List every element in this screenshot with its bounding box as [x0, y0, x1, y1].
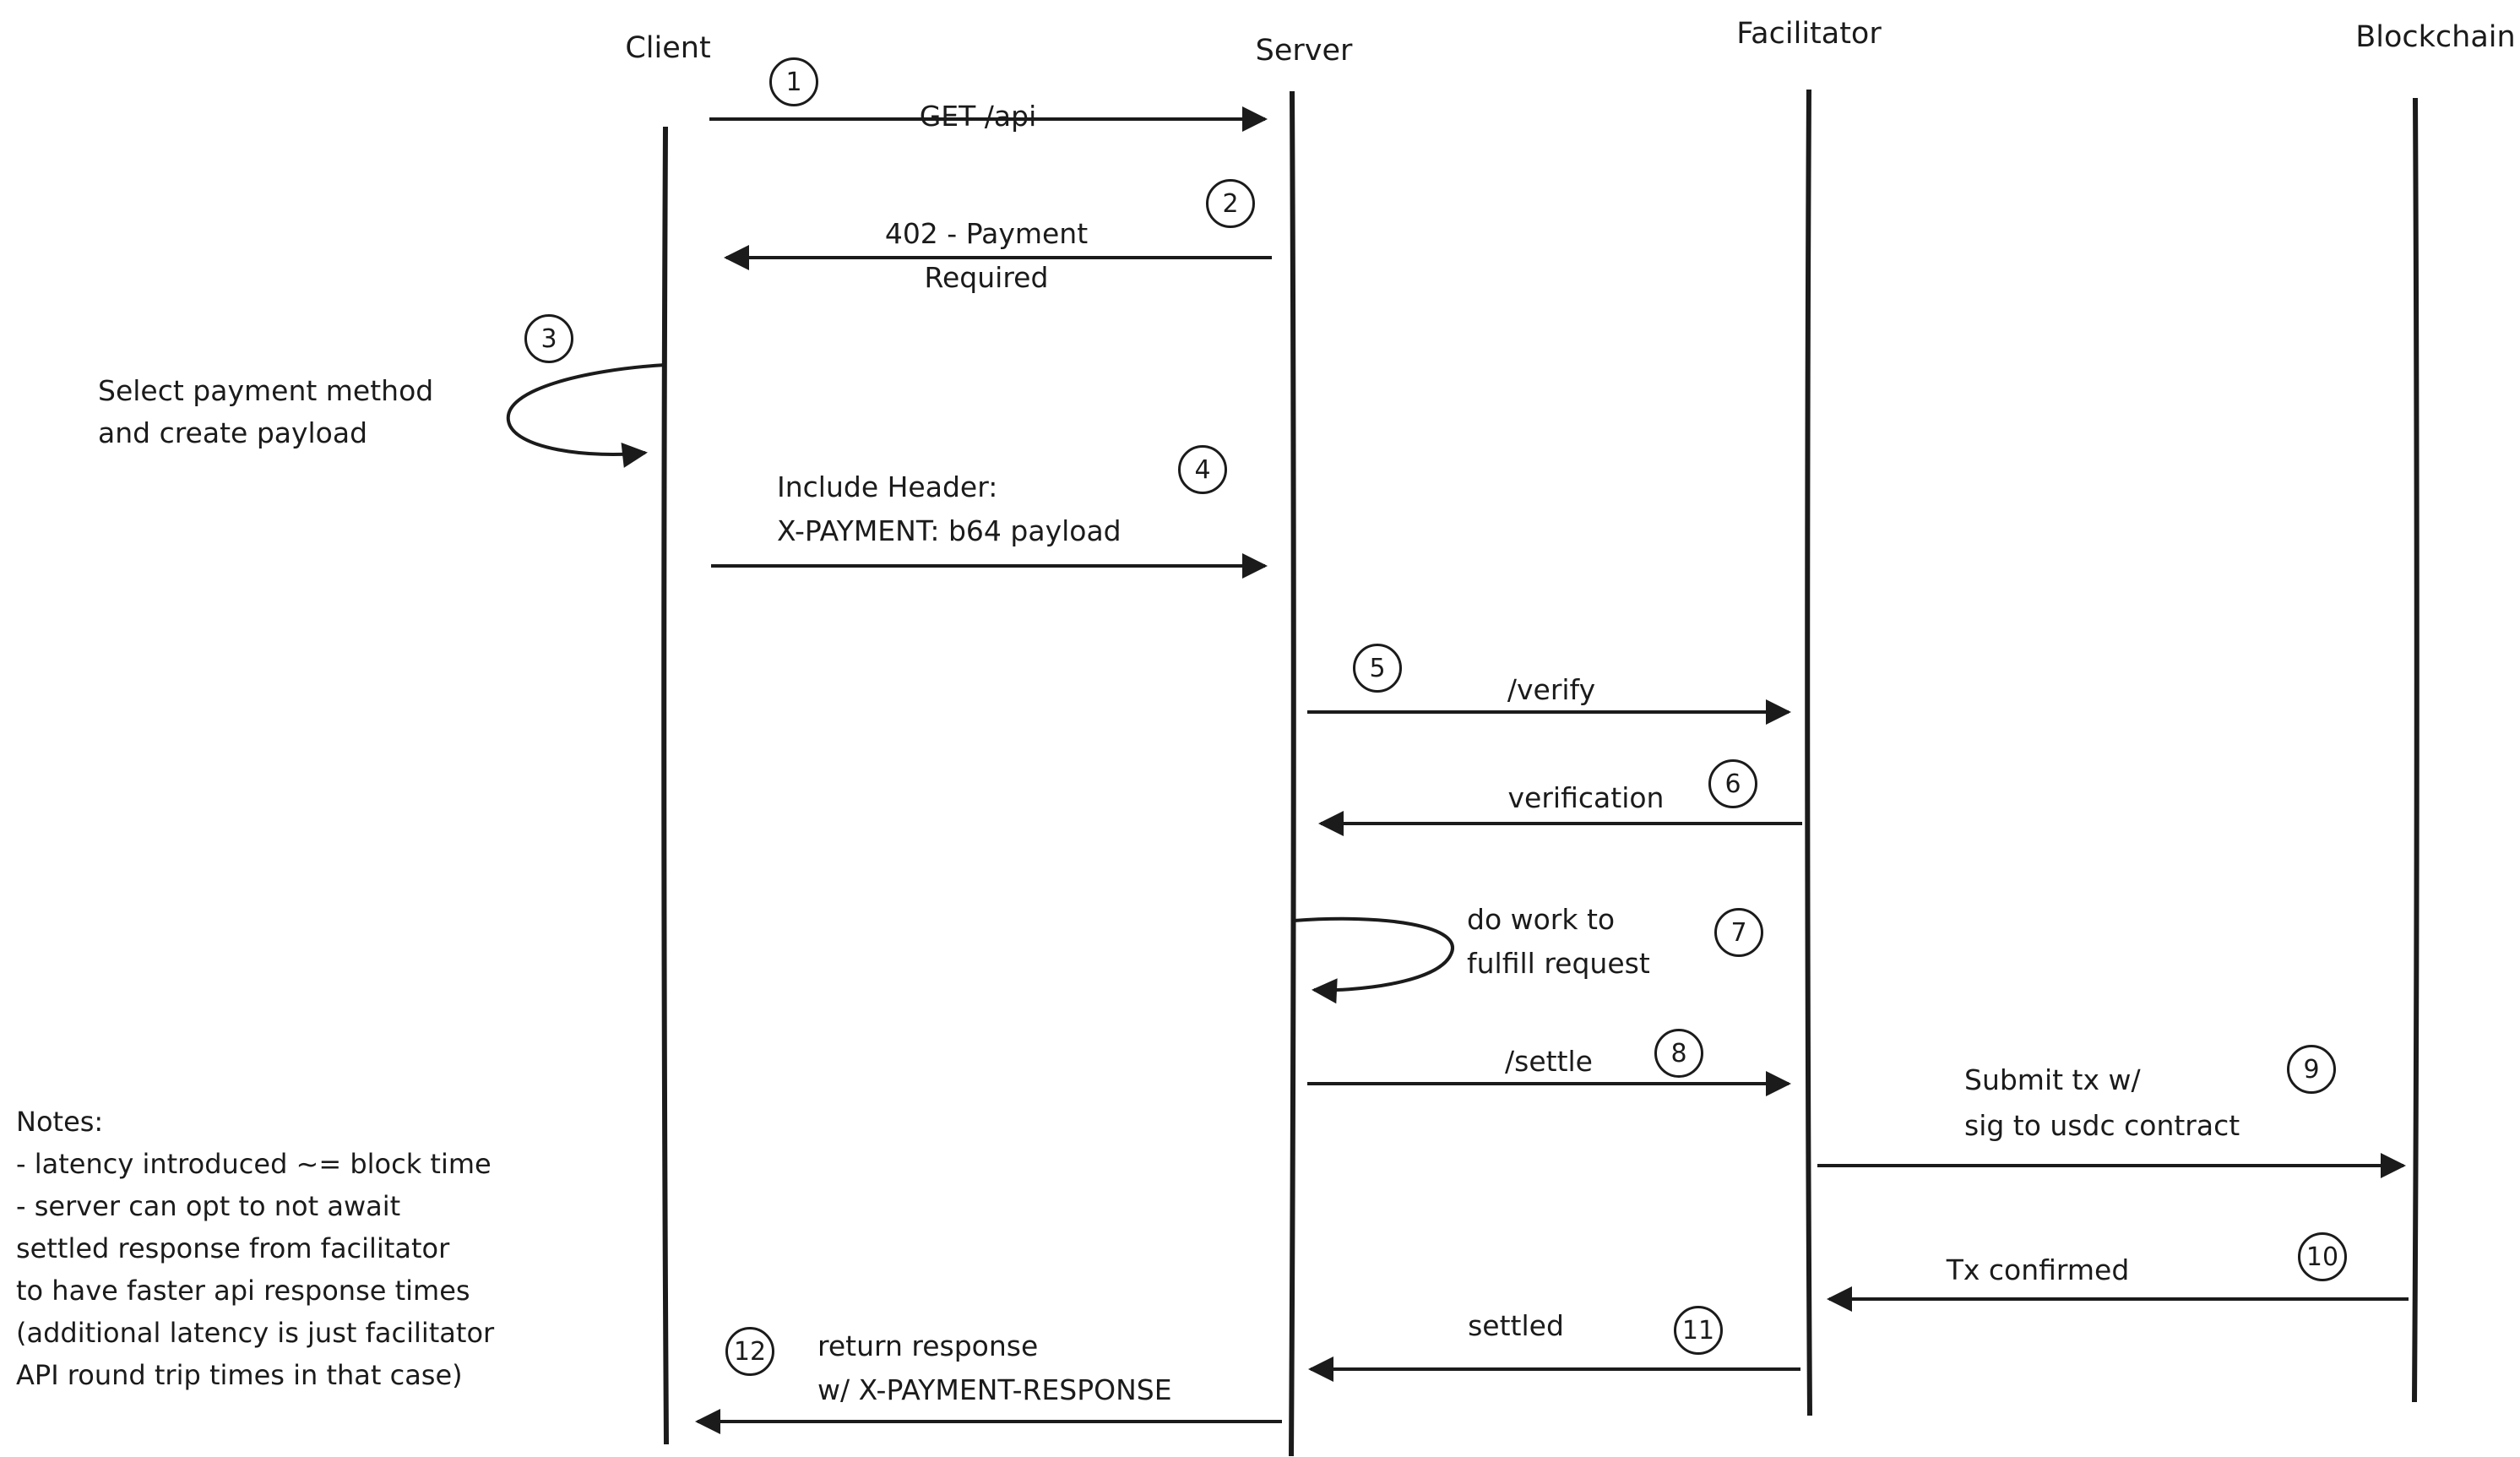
message-7-label-line1: do work to [1467, 903, 1616, 936]
note-line-4: settled response from facilitator [16, 1232, 450, 1264]
message-2-label: 402 - Payment Required [885, 212, 1088, 300]
actor-label-facilitator: Facilitator [1736, 17, 1882, 51]
message-7-label: do work to fulfill request [1467, 898, 1650, 986]
step-badge-9: 9 [2287, 1045, 2336, 1094]
step-badge-8: 8 [1654, 1029, 1703, 1078]
message-3-label-line2: and create payload [98, 416, 368, 449]
lifeline-facilitator [1805, 89, 1812, 1416]
lifeline-blockchain [2412, 97, 2420, 1403]
step-badge-11: 11 [1674, 1306, 1723, 1355]
actor-label-client: Client [625, 31, 711, 65]
notes: Notes: - latency introduced ~= block tim… [16, 1101, 494, 1396]
lifeline-client [661, 126, 669, 1445]
step-badge-1: 1 [769, 57, 818, 106]
message-9-label-line2: sig to usdc contract [1964, 1109, 2240, 1142]
message-12-label: return response w/ X-PAYMENT-RESPONSE [817, 1324, 1172, 1412]
step-badge-3: 3 [524, 314, 573, 363]
message-6-label: verification [1507, 781, 1665, 814]
message-7-self-loop-arrow [1293, 916, 1454, 1004]
note-line-3: - server can opt to not await [16, 1190, 401, 1222]
note-line-6: (additional latency is just facilitator [16, 1317, 495, 1349]
step-badge-12: 12 [725, 1327, 774, 1376]
lifeline-server [1289, 90, 1296, 1457]
message-3-self-loop-arrow [506, 363, 666, 468]
step-badge-4: 4 [1178, 445, 1227, 494]
message-4-label-line2: X-PAYMENT: b64 payload [777, 514, 1122, 547]
message-9-label-line1: Submit tx w/ [1964, 1063, 2141, 1096]
message-7-label-line2: fulfill request [1467, 947, 1650, 980]
step-badge-10: 10 [2298, 1232, 2347, 1281]
message-3-label-line1: Select payment method [98, 374, 434, 407]
note-line-5: to have faster api response times [16, 1275, 470, 1307]
message-4-label: Include Header: X-PAYMENT: b64 payload [777, 465, 1122, 553]
message-11-label: settled [1468, 1309, 1564, 1342]
step-badge-2: 2 [1206, 179, 1255, 228]
actor-label-server: Server [1255, 34, 1353, 68]
message-9-label: Submit tx w/ sig to usdc contract [1964, 1057, 2240, 1149]
message-4-label-line1: Include Header: [777, 470, 998, 503]
message-12-label-line2: w/ X-PAYMENT-RESPONSE [817, 1373, 1172, 1406]
message-10-label: Tx confirmed [1946, 1253, 2130, 1286]
message-8-label: /settle [1505, 1045, 1593, 1078]
step-badge-6: 6 [1708, 759, 1757, 808]
message-1-label: GET /api [919, 100, 1037, 133]
message-12-label-line1: return response [817, 1329, 1039, 1362]
note-line-2: - latency introduced ~= block time [16, 1148, 492, 1180]
message-5-label: /verify [1507, 673, 1596, 706]
message-2-label-line1: 402 - Payment [884, 217, 1089, 250]
step-badge-7: 7 [1714, 908, 1763, 957]
actor-label-blockchain: Blockchain [2355, 20, 2516, 54]
step-badge-5: 5 [1353, 644, 1402, 693]
message-3-label: Select payment method and create payload [98, 370, 433, 454]
note-line-1: Notes: [16, 1106, 104, 1138]
message-2-label-line2: Required [924, 261, 1049, 294]
note-line-7: API round trip times in that case) [16, 1359, 463, 1391]
